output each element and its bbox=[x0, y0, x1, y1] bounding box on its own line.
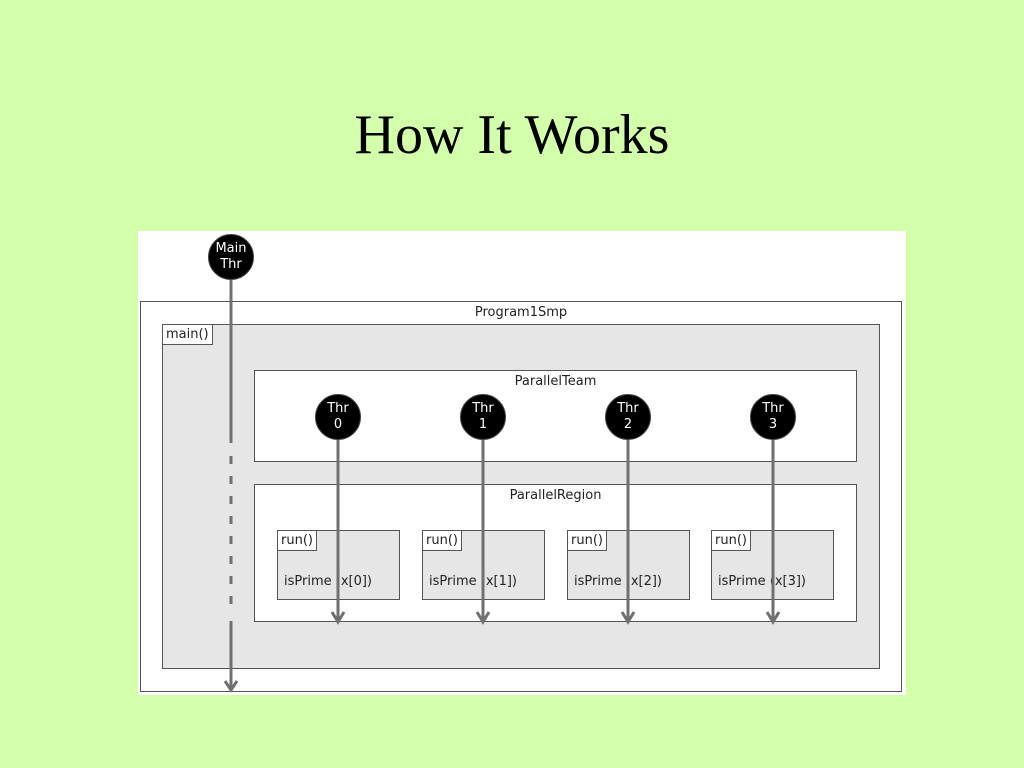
thread-node-3: Thr 3 bbox=[750, 394, 796, 440]
thread-1-arrowhead bbox=[475, 611, 491, 625]
thread-node-0: Thr 0 bbox=[315, 394, 361, 440]
parallel-team-label: ParallelTeam bbox=[514, 374, 597, 389]
thread-node-2: Thr 2 bbox=[605, 394, 651, 440]
thread-label-2: 0 bbox=[333, 417, 343, 432]
main-thread-arrowhead bbox=[223, 680, 239, 693]
main-thread-label-1: Main bbox=[215, 241, 247, 256]
program-label: Program1Smp bbox=[474, 305, 568, 320]
thread-label-2: 1 bbox=[478, 417, 488, 432]
thread-0-arrowhead bbox=[330, 611, 346, 625]
run-label: run() bbox=[711, 530, 751, 551]
main-thread-node: Main Thr bbox=[208, 234, 254, 280]
main-thread-label-2: Thr bbox=[220, 257, 242, 272]
thread-label-1: Thr bbox=[762, 401, 784, 416]
diagram-panel: Program1Smp main() ParallelTeam Parallel… bbox=[138, 231, 906, 695]
run-call-text: isPrime (x[0]) bbox=[284, 574, 372, 589]
thread-2-arrowhead bbox=[620, 611, 636, 625]
thread-node-1: Thr 1 bbox=[460, 394, 506, 440]
run-label: run() bbox=[422, 530, 462, 551]
parallel-region-label: ParallelRegion bbox=[509, 488, 602, 503]
thread-3-arrowhead bbox=[765, 611, 781, 625]
run-label: run() bbox=[567, 530, 607, 551]
slide-title: How It Works bbox=[354, 104, 670, 166]
run-call-text: isPrime (x[1]) bbox=[429, 574, 517, 589]
thread-label-2: 3 bbox=[768, 417, 778, 432]
thread-label-2: 2 bbox=[623, 417, 633, 432]
thread-arrows bbox=[223, 271, 781, 693]
main-method-label: main() bbox=[162, 324, 213, 345]
run-label: run() bbox=[277, 530, 317, 551]
thread-label-1: Thr bbox=[472, 401, 494, 416]
run-call-text: isPrime (x[3]) bbox=[718, 574, 806, 589]
thread-label-1: Thr bbox=[617, 401, 639, 416]
thread-label-1: Thr bbox=[327, 401, 349, 416]
run-call-text: isPrime (x[2]) bbox=[574, 574, 662, 589]
